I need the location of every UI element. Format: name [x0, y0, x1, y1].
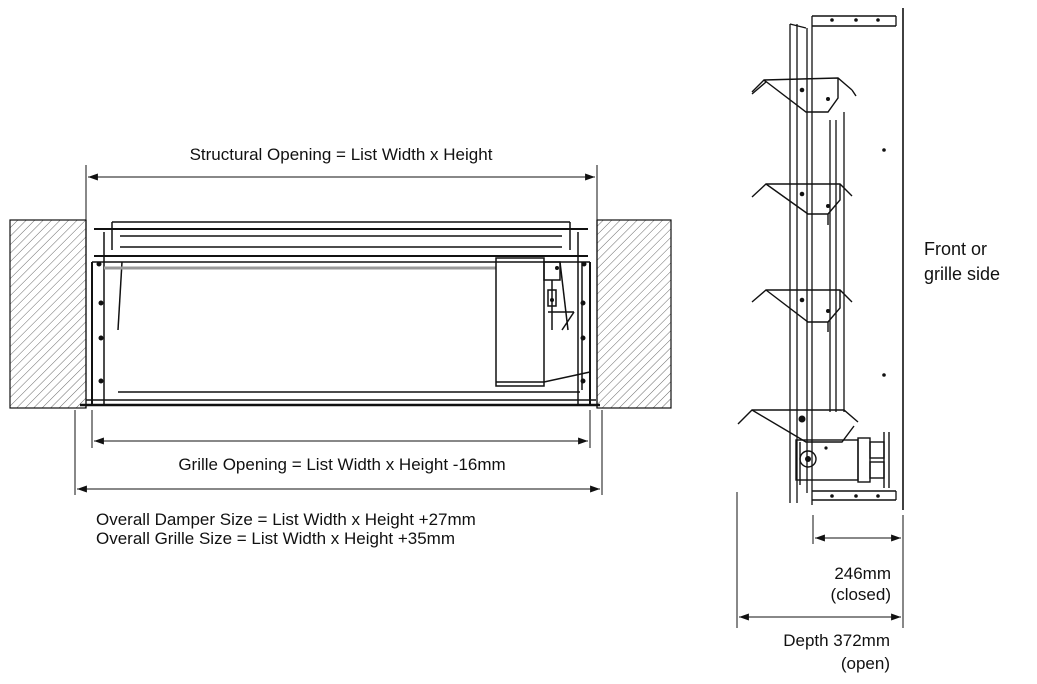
front-view — [9, 165, 672, 495]
damper-casing — [80, 221, 600, 407]
front-side-label-line1: Front or — [924, 239, 987, 259]
fixing-screws — [96, 261, 587, 384]
side-actuator — [795, 432, 890, 488]
overall-damper-size-label: Overall Damper Size = List Width x Heigh… — [96, 510, 476, 529]
side-view — [736, 8, 904, 628]
closed-depth-note: (closed) — [831, 585, 891, 604]
left-wall-section — [9, 219, 87, 409]
open-depth-value: Depth 372mm — [783, 631, 890, 650]
open-depth-note: (open) — [841, 654, 890, 673]
front-extension-lines — [74, 165, 603, 495]
side-fixings — [798, 18, 886, 498]
damper-blades — [737, 77, 859, 485]
grille-opening-label: Grille Opening = List Width x Height -16… — [178, 455, 505, 474]
side-extension-lines — [736, 492, 904, 628]
actuator-housing — [495, 257, 591, 390]
overall-grille-size-label: Overall Grille Size = List Width x Heigh… — [96, 529, 455, 548]
closed-depth-value: 246mm — [834, 564, 891, 583]
right-wall-section — [596, 219, 672, 409]
side-casing — [789, 8, 904, 510]
front-side-label-line2: grille side — [924, 264, 1000, 284]
structural-opening-label: Structural Opening = List Width x Height — [190, 145, 493, 164]
